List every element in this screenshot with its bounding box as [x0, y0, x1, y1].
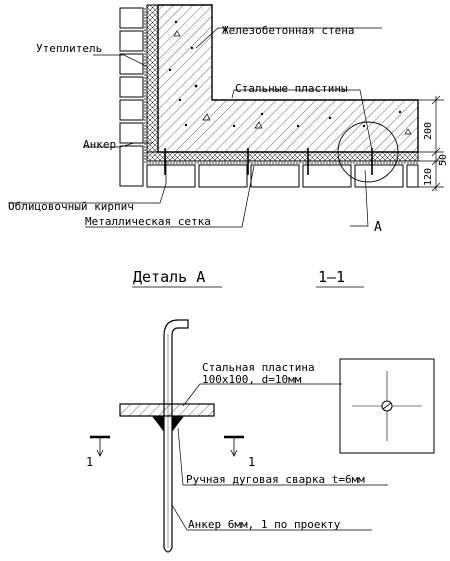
wall-section: 200 50 120 Железобетонная стена Утеплите… — [8, 4, 449, 235]
plan-view-plate — [339, 358, 435, 454]
label-concrete-wall: Железобетонная стена — [222, 24, 354, 37]
plate-label-line2: 100x100, d=10мм — [202, 373, 302, 386]
label-insulation: Утеплитель — [36, 42, 102, 55]
label-steel-plates: Стальные пластины — [235, 82, 348, 95]
weld-left — [152, 416, 164, 432]
detail-circle — [337, 121, 399, 183]
plate-label-line1: Стальная пластина — [202, 361, 315, 374]
detail-leader-lines — [171, 383, 388, 531]
section-cut-left-label: 1 — [86, 455, 93, 469]
label-anchor: Анкер — [83, 138, 116, 151]
label-detail-marker: A — [374, 220, 382, 235]
anchor-rods — [134, 142, 167, 184]
insulation-horizontal — [146, 151, 419, 162]
section-cut-right — [224, 435, 244, 457]
concrete-aggregate — [168, 20, 412, 135]
detail-a: 1 1 Стальная пластина 100x100, d=10мм Ру… — [86, 319, 435, 553]
facing-brick-horizontal — [146, 164, 419, 188]
facing-brick-vertical — [119, 7, 144, 187]
weld-label: Ручная дуговая сварка t=6мм — [186, 473, 365, 486]
detail-title: Деталь А — [133, 268, 205, 286]
anchor-rod — [163, 319, 189, 548]
steel-plate — [119, 403, 215, 417]
metal-mesh — [144, 8, 418, 164]
anchor-rod-label: Анкер 6мм, 1 по проекту — [188, 518, 341, 531]
label-metal-mesh: Металлическая сетка — [85, 215, 211, 228]
steel-plates — [164, 148, 373, 175]
label-facing-brick: Облицовочный кирпич — [8, 200, 134, 213]
section-cut-left — [90, 435, 110, 457]
insulation-vertical — [146, 4, 159, 153]
section-cut-right-label: 1 — [248, 455, 255, 469]
dim-50: 50 — [438, 154, 449, 166]
dimension-lines — [418, 95, 444, 192]
weld-right — [172, 416, 184, 432]
section-label: 1–1 — [318, 268, 345, 286]
dim-200: 200 — [423, 122, 434, 140]
leader-lines — [8, 27, 382, 228]
dim-120: 120 — [423, 168, 434, 186]
